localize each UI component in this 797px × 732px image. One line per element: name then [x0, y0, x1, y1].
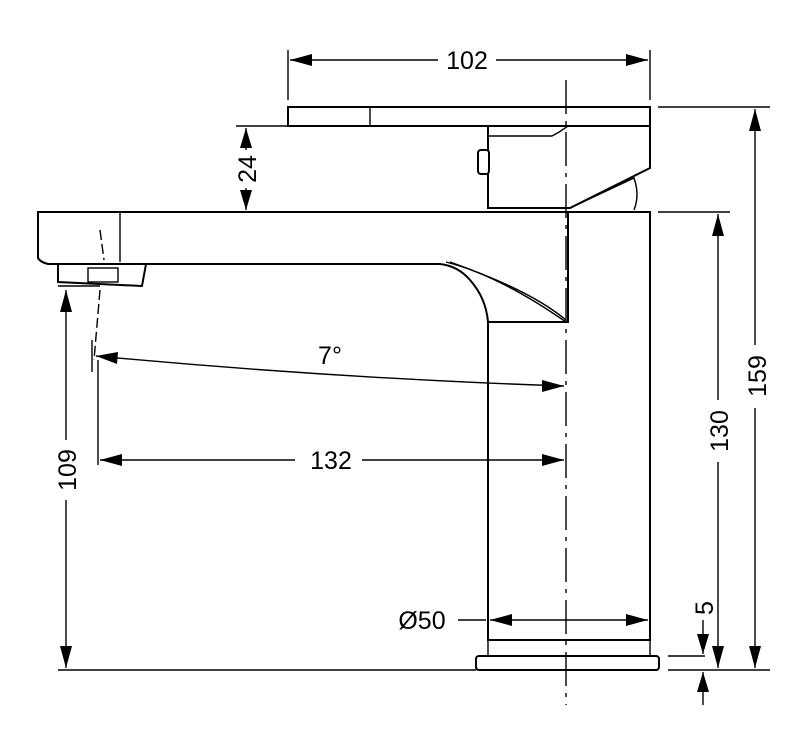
handle-lever [287, 106, 651, 127]
label-spout-reach: 132 [310, 447, 352, 475]
label-handle-width: 102 [446, 47, 488, 75]
label-swivel-angle: 7° [318, 342, 342, 370]
dim-handle-width: 102 [287, 47, 651, 100]
label-base-diameter: Ø50 [398, 607, 445, 635]
faucet-outline [37, 106, 660, 671]
handle-block [487, 125, 651, 209]
dim-base-thickness: 5 [668, 601, 719, 705]
label-base-thickness: 5 [691, 601, 719, 615]
label-spout-height: 109 [54, 449, 82, 491]
label-total-height: 159 [744, 355, 772, 397]
dim-spout-reach: 132 [91, 229, 564, 475]
dim-spout-height: 109 [54, 285, 476, 671]
dim-body-height: 130 [658, 211, 734, 668]
side-button [477, 149, 490, 175]
spout-arm [37, 211, 569, 323]
dim-base-diameter: Ø50 [398, 607, 651, 640]
aerator [57, 263, 148, 288]
label-body-height: 130 [706, 410, 734, 452]
dim-swivel-angle: 7° [95, 342, 565, 392]
dim-total-height: 159 [658, 106, 772, 671]
label-handle-height: 24 [234, 155, 262, 183]
dim-handle-height: 24 [234, 125, 288, 213]
base-plate [475, 655, 660, 671]
